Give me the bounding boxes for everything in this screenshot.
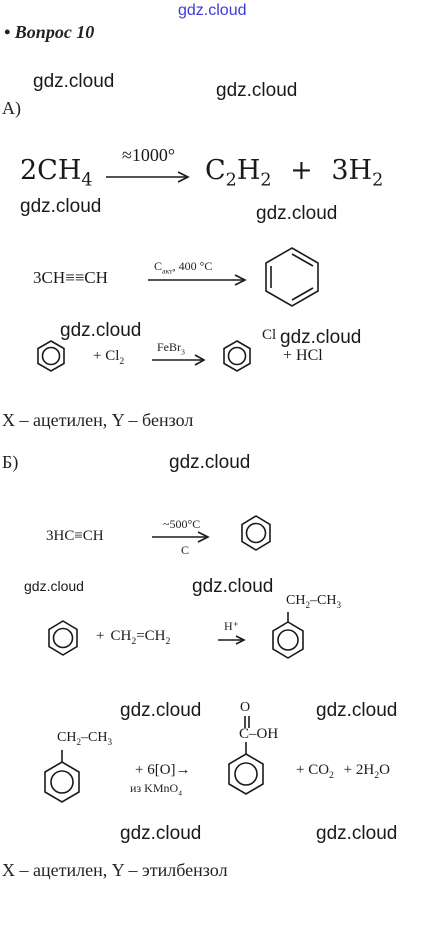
eq-a3-byproduct: + HCl (283, 347, 323, 364)
watermark: gdz.cloud (120, 700, 202, 721)
benzene-ring (272, 612, 304, 659)
watermark: gdz.cloud (169, 452, 251, 473)
watermark: gdz.cloud (178, 2, 247, 19)
watermark: gdz.cloud (280, 327, 362, 348)
watermark: gdz.cloud (33, 71, 115, 92)
eq-b1-condition-top: ~500°C (163, 517, 201, 531)
watermark: gdz.cloud (316, 823, 398, 844)
eq-b1-arrow (152, 531, 210, 543)
watermark: gdz.cloud (192, 576, 274, 597)
eq-b3-substituent: CH2–CH3 (57, 730, 112, 747)
watermark: gdz.cloud (120, 823, 202, 844)
eq-a1-arrow (106, 171, 190, 183)
eq-b1-condition-bottom: C (181, 543, 190, 557)
eq-b3-acid-o: O (240, 700, 251, 715)
eq-a3-cl-label: Cl (262, 327, 277, 343)
eq-b2-reagent: +CH2=CH2 (96, 628, 171, 647)
eq-a3-catalyst: FeBr3 (157, 340, 185, 357)
watermark: gdz.cloud (256, 203, 338, 224)
eq-a1-reactant: 2CH4 (20, 155, 93, 191)
benzene-ring (223, 340, 251, 372)
question-title: • Вопрос 10 (4, 22, 95, 42)
carbonyl-bond (244, 716, 250, 728)
eq-b2-substituent: CH2–CH3 (286, 593, 341, 610)
part-a-answer: X – ацетилен, Y – бензол (2, 410, 194, 430)
watermark: gdz.cloud (216, 80, 298, 101)
watermark: gdz.cloud (20, 196, 102, 217)
eq-b2-catalyst: H⁺ (224, 619, 239, 633)
part-a-label: А) (2, 98, 21, 118)
watermark: gdz.cloud (60, 320, 142, 341)
eq-a2-arrow (148, 274, 247, 286)
eq-b2-arrow (218, 635, 246, 645)
eq-a2-condition: Cакт, 400 °C (154, 259, 213, 276)
benzene-ring (37, 340, 65, 372)
eq-b3-oxidant-note: из KMnO4 (130, 781, 183, 798)
eq-a3-arrow (152, 354, 206, 366)
benzene-ring (48, 620, 78, 656)
benzene-ring (241, 515, 271, 551)
watermark: gdz.cloud (316, 700, 398, 721)
benzene-ring (44, 750, 80, 803)
benzene-ring (228, 742, 264, 795)
eq-b3-oxidant: + 6[O]→ (135, 762, 191, 778)
benzene-ring (265, 247, 319, 307)
eq-a1-products: C2H2 + 3H2 (205, 155, 384, 191)
part-b-answer: X – ацетилен, Y – этилбензол (2, 860, 228, 880)
eq-a2-reactant: 3CH≡≡CH (33, 268, 108, 287)
eq-b3-acid-oh: C–OH (239, 726, 279, 742)
eq-b3-products: + CO2 + 2H2O (296, 762, 390, 781)
eq-a3-reagent: + Cl2 (93, 348, 125, 367)
watermark: gdz.cloud (24, 578, 84, 594)
eq-a1-condition: ≈1000° (122, 145, 176, 165)
eq-b1-reactant: 3HC≡CH (46, 528, 104, 544)
part-b-label: Б) (2, 452, 19, 472)
